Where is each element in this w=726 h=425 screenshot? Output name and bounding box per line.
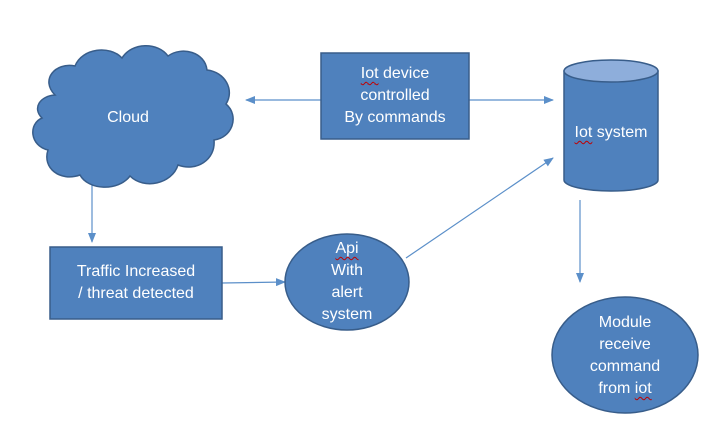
api-circle [284,233,410,331]
api-label: Api With alert system [300,234,394,330]
module-label-line-1: Module [598,314,652,331]
edge-api-to-iot-system [405,157,554,259]
iot-command-label: Iot device controlled By commands [321,53,469,139]
traffic-box [49,246,223,320]
cloud-shape [32,45,234,188]
iot-command-box [320,52,470,140]
cloud-label: Cloud [78,105,178,131]
traffic-label: Traffic Increased / threat detected [50,247,222,319]
module-label-line-2: receive [599,336,651,353]
api-label-line-3: alert [331,284,363,301]
iot-command-label-line-3: By commands [344,109,446,126]
api-label-line-4: system [321,306,373,323]
cloud-label-line-1: Cloud [107,109,149,126]
module-label-line-3: command [589,358,661,375]
traffic-label-line-1: Traffic Increased [76,263,196,280]
api-label-line-2: With [331,262,363,279]
iot-command-word-iot: Iot [360,65,379,82]
module-label-line-4: from iot [598,380,652,397]
iot-command-label-line-2: controlled [360,87,430,104]
iot-system-label: Iot system [564,120,658,146]
edge-traffic-to-api [221,278,286,287]
traffic-label-line-2: / threat detected [78,285,194,302]
module-circle [551,296,699,414]
iot-command-label-line-1: Iot device [360,65,430,82]
iot-system-label-line-1: Iot system [574,124,648,141]
module-label: Module receive command from iot [575,310,675,402]
api-label-line-1: Api [335,240,359,257]
iot-system-cylinder [563,59,659,192]
